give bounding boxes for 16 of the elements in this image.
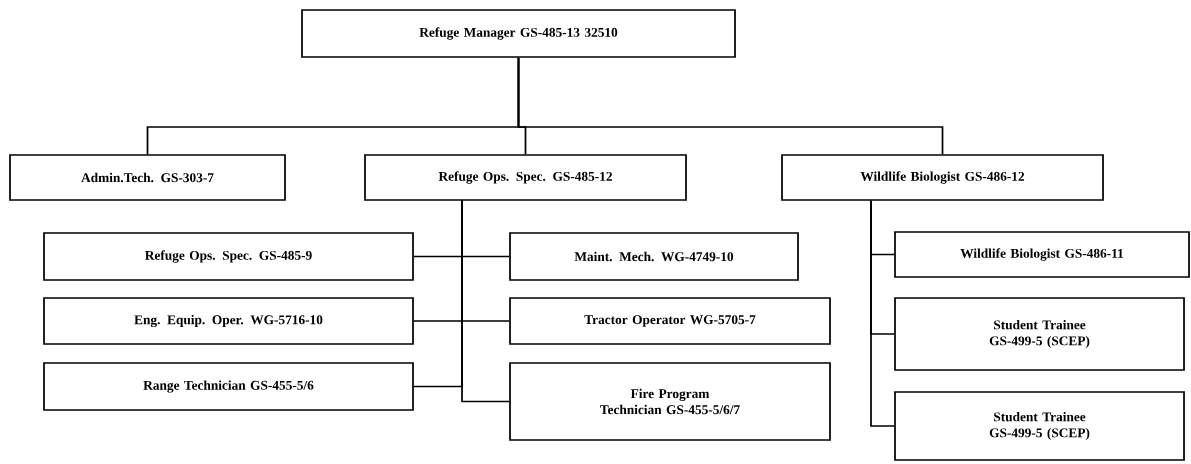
- position-box: Refuge Manager GS-485-13 32510: [301, 9, 736, 58]
- connector-line: [870, 200, 895, 427]
- connector-line: [461, 200, 510, 403]
- connector-line: [517, 57, 944, 155]
- position-box: Fire Program Technician GS-455-5/6/7: [509, 362, 831, 441]
- position-box: Range Technician GS-455-5/6: [43, 362, 414, 411]
- position-box: Eng. Equip. Oper. WG-5716-10: [43, 297, 414, 345]
- position-box: Refuge Ops. Spec. GS-485-12: [364, 154, 687, 201]
- position-box: Tractor Operator WG-5705-7: [509, 297, 831, 345]
- position-box: Admin.Tech. GS-303-7: [9, 154, 286, 201]
- position-box: Student Trainee GS-499-5 (SCEP): [894, 297, 1185, 371]
- position-box: Refuge Ops. Spec. GS-485-9: [43, 232, 414, 281]
- position-box: Maint. Mech. WG-4749-10: [509, 232, 799, 281]
- position-box: Wildlife Biologist GS-486-11: [894, 231, 1190, 278]
- position-box: Student Trainee GS-499-5 (SCEP): [894, 391, 1185, 461]
- position-box: Wildlife Biologist GS-486-12: [781, 154, 1104, 201]
